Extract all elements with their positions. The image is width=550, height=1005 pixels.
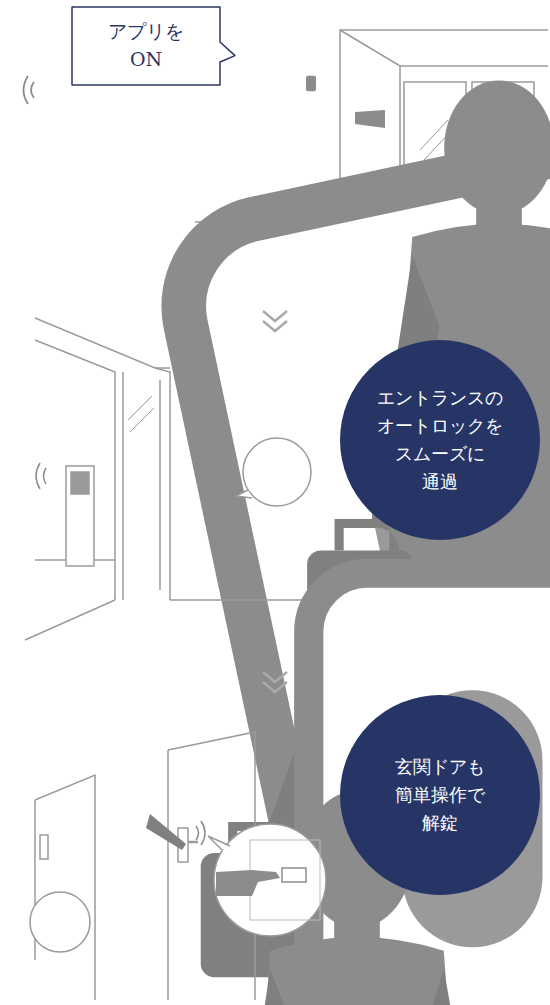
entrance-hall-part [35, 340, 115, 600]
entrance-hall-part [25, 560, 320, 640]
phone-bubble-part [236, 490, 252, 498]
kiosk-part [66, 466, 94, 566]
entrance-hall-part [123, 372, 160, 600]
kiosk-part [71, 472, 89, 494]
entrance-hall-part [155, 368, 170, 600]
step-label: 玄関ドアも 簡単操作で 解錠 [395, 753, 485, 837]
text-group: 玄関ドアも 簡単操作で 解錠 [395, 753, 485, 837]
magnified-door-panel-part [216, 870, 280, 896]
magnified-door-panel-part [208, 836, 230, 850]
step-chevron-part [263, 672, 287, 682]
entrance-building-part [355, 110, 385, 128]
bubble-outline [71, 6, 221, 86]
apartment-doors-part [188, 841, 198, 844]
text-group: アプリを ON [108, 18, 184, 73]
step-chevron [263, 311, 287, 331]
step-circle: エントランスの オートロックを スムーズに 通過 [340, 340, 540, 540]
bubble-path [72, 7, 235, 85]
apartment-doors-part [35, 775, 95, 1000]
magnified-door-panel [208, 824, 326, 936]
magnified-door-panel-part [214, 824, 326, 936]
phone-bubble-part [30, 892, 90, 952]
step-chevron-part [263, 321, 287, 331]
person-at-door-part [146, 814, 186, 850]
step-chevron-part [263, 311, 287, 321]
person-standing-part [306, 76, 316, 92]
step-label: エントランスの オートロックを スムーズに 通過 [377, 384, 503, 496]
apartment-doors-part [40, 835, 48, 859]
signal-waves [24, 76, 35, 104]
entrance-building-part [340, 30, 548, 66]
apartment-doors-part [196, 821, 205, 845]
entrance-hall-part [128, 396, 154, 432]
step-circle: 玄関ドアも 簡単操作で 解錠 [340, 695, 540, 895]
kiosk [36, 463, 94, 566]
speech-bubble: アプリを ON [71, 6, 221, 86]
entrance-hall [25, 318, 320, 640]
phone-bubble-part [243, 438, 311, 506]
step-chevron [263, 672, 287, 692]
step-label: アプリを ON [108, 18, 184, 73]
entrance-hall-part [35, 318, 170, 368]
step-chevron-part [263, 682, 287, 692]
text-group: エントランスの オートロックを スムーズに 通過 [377, 384, 503, 496]
kiosk-part [36, 463, 46, 489]
magnified-door-panel-part [282, 868, 306, 882]
